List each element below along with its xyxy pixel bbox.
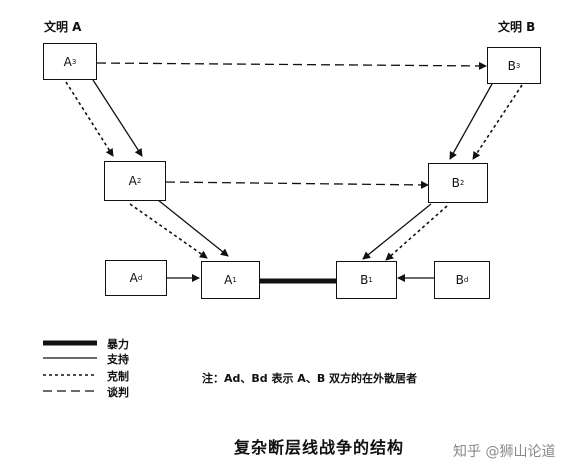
node-b2-sub: 2	[459, 179, 465, 187]
diaspora-note: 注：Ad、Bd 表示 A、B 双方的在外散居者	[202, 372, 418, 385]
support-line-a3-a2	[92, 79, 143, 157]
negotiation-line-a2-b2	[158, 177, 429, 189]
node-a2-base: A	[128, 174, 137, 188]
civ-b-label: 文明 B	[498, 20, 536, 34]
support-line-b2-b1	[362, 203, 432, 260]
node-a1-sub: 1	[232, 276, 237, 284]
watermark: 知乎 @狮山论道	[453, 444, 556, 460]
negotiation-line-a3-b3	[89, 58, 487, 70]
legend-violence-label: 暴力	[107, 338, 129, 351]
node-a2-sub: 2	[136, 177, 142, 185]
node-b1-base: B	[360, 273, 369, 287]
civ-a-label: 文明 A	[44, 20, 82, 34]
node-b3-sub: 3	[515, 61, 521, 70]
support-line-b3-b2	[449, 83, 493, 160]
node-b2-base: B	[451, 176, 460, 190]
diagram-caption: 复杂断层线战争的结构	[234, 438, 405, 457]
legend-support-label: 支持	[107, 353, 129, 366]
node-a1-base: A	[224, 273, 233, 287]
restraint-line-a2-a1	[129, 203, 208, 259]
node-b1-sub: 1	[368, 276, 373, 284]
node-a3-sub: 3	[71, 57, 77, 66]
node-a3-base: A	[63, 54, 72, 69]
node-bd-base: B	[455, 273, 464, 287]
restraint-line-a3-a2	[65, 81, 114, 157]
restraint-line-b3-b2	[472, 84, 523, 160]
restraint-line-b2-b1	[385, 205, 448, 261]
legend-restraint-label: 克制	[107, 370, 129, 383]
node-ad-base: A	[129, 271, 138, 285]
legend-negotiation-label: 谈判	[107, 386, 129, 399]
support-line-a2-a1	[157, 199, 229, 257]
node-ad-sub: d	[137, 274, 143, 282]
node-bd-sub: d	[463, 276, 469, 284]
node-b3-base: B	[507, 58, 516, 73]
